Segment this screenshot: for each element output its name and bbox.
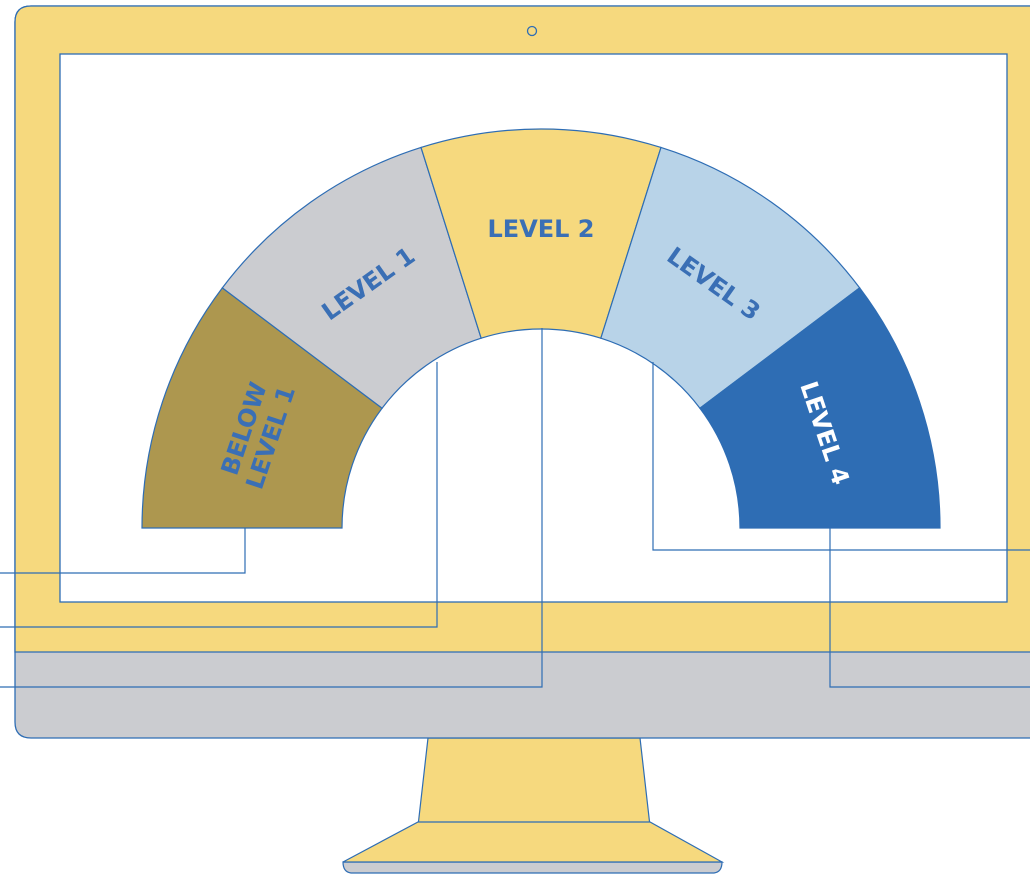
level-label-level-2: LEVEL 2 [487,215,594,243]
connector-level-3 [652,362,1030,551]
connector-level-1 [0,362,438,628]
connector-lines [0,328,1030,688]
arch-segment-below-level-1 [141,287,383,529]
monitor-stand-base-shadow [342,861,723,874]
connector-level-2 [0,328,543,688]
camera-dot-icon [526,25,538,37]
monitor-stand-base [342,821,725,863]
connector-level-4 [829,528,1030,688]
level-label-line: LEVEL 2 [487,215,594,243]
arch-segment-level-4 [699,287,941,529]
monitor-stand-neck [417,737,651,827]
connector-below-level-1 [0,528,246,574]
